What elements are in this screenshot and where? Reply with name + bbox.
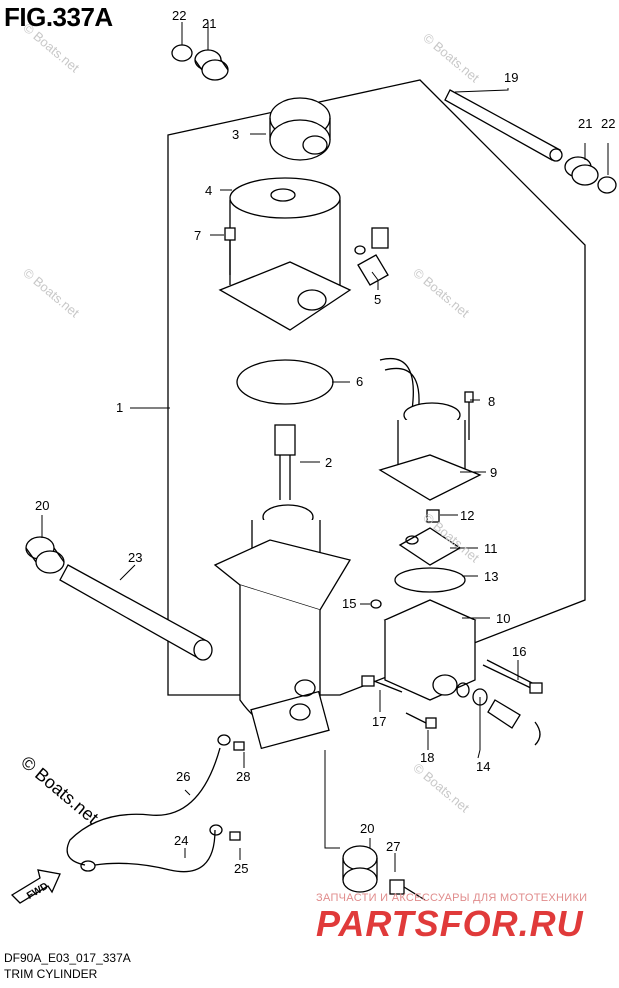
part-10-valve-block xyxy=(383,599,477,701)
callout-18: 18 xyxy=(420,750,434,765)
part-14-valve-set xyxy=(456,682,541,746)
callout-6: 6 xyxy=(356,374,363,389)
part-12-plug xyxy=(426,509,440,523)
callout-24: 25 xyxy=(234,861,248,876)
figure-name: TRIM CYLINDER xyxy=(4,967,98,981)
part-2-rod xyxy=(262,424,314,530)
callout-5: 5 xyxy=(374,292,381,307)
part-19-pin xyxy=(444,89,563,162)
part-24-screw xyxy=(209,824,241,841)
part-20-bush-left xyxy=(25,536,65,574)
callout-20-lower: 20 xyxy=(360,821,374,836)
part-5-valve xyxy=(354,227,389,286)
callout-21-right: 21 xyxy=(578,116,592,131)
callout-11: 11 xyxy=(484,541,498,556)
callout-8: 8 xyxy=(488,394,495,409)
callouts: 22 21 3 19 21 22 4 7 5 6 1 8 2 9 12 20 1… xyxy=(35,8,615,876)
part-18-bolt xyxy=(405,712,437,729)
callout-28: 28 xyxy=(236,769,250,784)
callout-27: 26 xyxy=(176,769,190,784)
callout-25: 23 xyxy=(128,550,142,565)
callout-3: 3 xyxy=(232,127,239,142)
part-13-o-ring xyxy=(394,567,466,593)
callout-10: 10 xyxy=(496,611,510,626)
fig-title: FIG.337A xyxy=(4,2,113,32)
callout-4: 4 xyxy=(205,183,212,198)
part-22-ring-left xyxy=(171,44,193,62)
part-4-motor xyxy=(218,177,352,331)
callout-1: 1 xyxy=(116,400,123,415)
part-6-o-ring xyxy=(236,359,334,405)
figure-code: DF90A_E03_017_337A xyxy=(4,951,131,965)
callout-14: 14 xyxy=(476,759,490,774)
callout-17: 17 xyxy=(372,714,386,729)
shop-tagline: ЗАПЧАСТИ И АКСЕССУАРЫ ДЛЯ МОТОТЕХНИКИ xyxy=(316,892,588,904)
part-16-bolt xyxy=(482,659,543,694)
callout-23: 24 xyxy=(174,833,188,848)
callout-22-left: 22 xyxy=(172,8,186,23)
part-28-screw xyxy=(217,734,245,751)
part-25-pin xyxy=(59,564,213,661)
callout-26: 27 xyxy=(386,839,400,854)
part-20-bush-lower xyxy=(342,845,378,893)
part-26-bolt xyxy=(389,879,426,901)
part-3-bushing xyxy=(269,97,331,161)
part-7-bolt xyxy=(224,227,236,275)
part-9-motor xyxy=(378,358,482,501)
callout-12: 12 xyxy=(460,508,474,523)
callout-7: 7 xyxy=(194,228,201,243)
callout-13: 13 xyxy=(484,569,498,584)
part-17-bolt xyxy=(361,675,403,693)
part-15-o-ring xyxy=(370,599,382,609)
part-23-wire xyxy=(94,829,216,873)
callout-22-right: 22 xyxy=(601,116,615,131)
shop-brand: PARTSFOR.RU xyxy=(316,903,584,944)
fwd-arrow-icon: FWD xyxy=(10,869,61,904)
part-21-bush-right xyxy=(564,156,599,186)
callout-16: 16 xyxy=(512,644,526,659)
callout-9: 9 xyxy=(490,465,497,480)
part-27-wire xyxy=(66,747,221,866)
leader-lines xyxy=(41,22,609,872)
assembly-outline xyxy=(167,79,586,696)
callout-15: 15 xyxy=(342,596,356,611)
callout-20-left: 20 xyxy=(35,498,49,513)
callout-2: 2 xyxy=(325,455,332,470)
callout-21-left: 21 xyxy=(202,16,216,31)
part-8-bolt xyxy=(464,391,474,440)
callout-19: 19 xyxy=(504,70,518,85)
part-1-cylinder xyxy=(213,520,352,750)
part-22-ring-right xyxy=(597,176,617,194)
part-21-bush-left xyxy=(194,49,229,81)
